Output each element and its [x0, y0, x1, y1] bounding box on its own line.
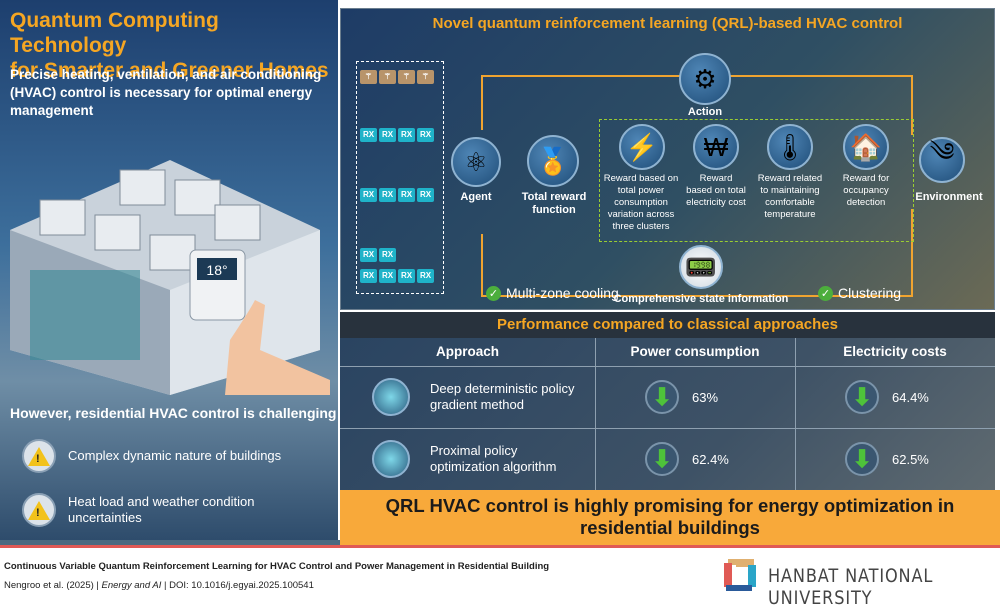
thermostat-display: 18°: [206, 262, 227, 278]
citation: Nengroo et al. (2025) | Energy and AI | …: [4, 580, 314, 591]
performance-title: Performance compared to classical approa…: [340, 312, 995, 338]
divider: [0, 540, 340, 545]
check-icon: ✓: [818, 285, 833, 301]
rx-gate: RX: [379, 248, 396, 262]
coin-icon: ₩: [693, 124, 739, 170]
robot-icon: [372, 440, 410, 478]
header-power: Power consumption: [630, 344, 760, 359]
thermometer-icon: 🌡: [767, 124, 813, 170]
conclusion-banner: QRL HVAC control is highly promising for…: [340, 490, 1000, 545]
check-icon: ✓: [486, 285, 501, 301]
hvac-building-illustration: 18°: [10, 160, 330, 395]
rx-gate: RX: [417, 188, 434, 202]
rx-gate: RX: [417, 128, 434, 142]
feature-clustering: ✓ Clustering: [818, 285, 901, 301]
action-label: Action: [687, 106, 723, 118]
network-icon: [372, 378, 410, 416]
down-arrow-icon: ⬇: [845, 442, 879, 476]
reward-label: Reward related to maintaining comfortabl…: [757, 173, 823, 220]
rx-gate: RX: [398, 128, 415, 142]
doi-link[interactable]: DOI: 10.1016/j.egyai.2025.100541: [169, 580, 314, 591]
rx-gate: RX: [360, 248, 377, 262]
rx-gate: RX: [379, 188, 396, 202]
down-arrow-icon: ⬇: [645, 442, 679, 476]
rx-gate: RX: [379, 128, 396, 142]
reward-group: [599, 119, 914, 242]
power-ppo: 62.4%: [692, 452, 729, 467]
reward-label: Reward based on total electricity cost: [686, 173, 746, 208]
rx-gate: RX: [417, 269, 434, 283]
challenge-text: Complex dynamic nature of buildings: [68, 448, 282, 463]
header-cost: Electricity costs: [843, 344, 947, 359]
intro-text: Precise heating, ventilation, and air co…: [10, 67, 322, 118]
atom-icon: ⚛: [451, 137, 501, 187]
reward-label: Reward based on total power consumption …: [603, 173, 679, 232]
journal: Energy and AI: [101, 580, 162, 591]
rx-gate: RX: [360, 128, 377, 142]
total-reward-label: Total reward function: [521, 191, 587, 216]
house-icon: 🏠: [843, 124, 889, 170]
feature-text: Clustering: [838, 285, 902, 301]
paper-title: Continuous Variable Quantum Reinforcemen…: [4, 561, 550, 572]
title-line: for Smarter and Greener Homes: [10, 59, 329, 82]
rx-gate: RX: [398, 269, 415, 283]
university-name: HANBAT NATIONAL UNIVERSITY: [768, 565, 934, 609]
divider: [0, 545, 1000, 548]
rx-gate: RX: [360, 188, 377, 202]
state-label: Comprehensive state information: [613, 293, 789, 305]
thermostat-panel-icon: 📟: [679, 245, 723, 289]
power-ddpg: 63%: [692, 390, 719, 405]
approach-ddpg: Deep deterministic policy gradient metho…: [430, 381, 575, 412]
agent-label: Agent: [460, 191, 492, 203]
rx-gate: RX: [379, 269, 396, 283]
rx-gate: RX: [398, 188, 415, 202]
rx-gate: RX: [360, 269, 377, 283]
performance-table: Approach Power consumption Electricity c…: [340, 338, 995, 490]
header-approach: Approach: [435, 344, 499, 359]
title-line: Quantum Computing Technology: [10, 9, 219, 57]
feature-multi-zone: ✓ Multi-zone cooling: [486, 285, 619, 301]
environment-label: Environment: [915, 191, 983, 203]
down-arrow-icon: ⬇: [845, 380, 879, 414]
wind-icon: ༄: [919, 137, 965, 183]
university-logo: [724, 559, 756, 591]
warning-icon: !: [22, 493, 56, 527]
challenge-item: ! Heat load and weather condition uncerta…: [22, 492, 322, 528]
challenge-text: Heat load and weather condition uncertai…: [68, 494, 255, 525]
warning-icon: !: [22, 439, 56, 473]
qrl-diagram: Novel quantum reinforcement learning (QR…: [340, 8, 995, 310]
challenge-heading: However, residential HVAC control is cha…: [10, 405, 337, 421]
challenge-item: ! Complex dynamic nature of buildings: [22, 438, 322, 474]
diagram-title: Novel quantum reinforcement learning (QR…: [432, 15, 903, 32]
medal-icon: 🏅: [527, 135, 579, 187]
reward-label: Reward for occupancy detection: [842, 173, 890, 208]
down-arrow-icon: ⬇: [645, 380, 679, 414]
approach-ppo: Proximal policy optimization algorithm: [430, 443, 557, 474]
footer: Continuous Variable Quantum Reinforcemen…: [0, 548, 1000, 600]
gears-icon: ⚙: [679, 53, 731, 105]
authors: Nengroo et al. (2025): [4, 580, 94, 591]
cost-ppo: 62.5%: [892, 452, 929, 467]
feature-text: Multi-zone cooling: [506, 285, 619, 301]
cost-ddpg: 64.4%: [892, 390, 929, 405]
lightning-icon: ⚡: [619, 124, 665, 170]
